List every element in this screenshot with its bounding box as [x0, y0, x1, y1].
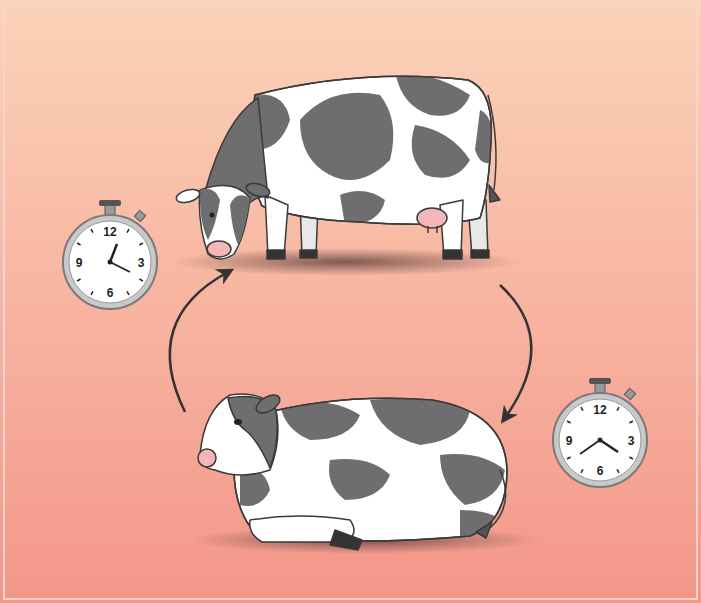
stopwatch	[63, 200, 157, 309]
clock-number: 6	[107, 287, 114, 299]
clock-number: 3	[138, 257, 145, 269]
stopwatch	[553, 378, 647, 487]
lying-cow	[198, 391, 510, 550]
cycle-arrow	[170, 272, 228, 412]
clock-number: 12	[103, 226, 116, 238]
cycle-arrow	[500, 285, 531, 418]
clock-number: 6	[597, 465, 604, 477]
clock-number: 12	[593, 404, 606, 416]
frame	[4, 4, 697, 599]
grazing-cow	[175, 70, 500, 259]
clock-number: 9	[76, 257, 83, 269]
clock-number: 3	[628, 435, 635, 447]
clock-number: 9	[566, 435, 573, 447]
